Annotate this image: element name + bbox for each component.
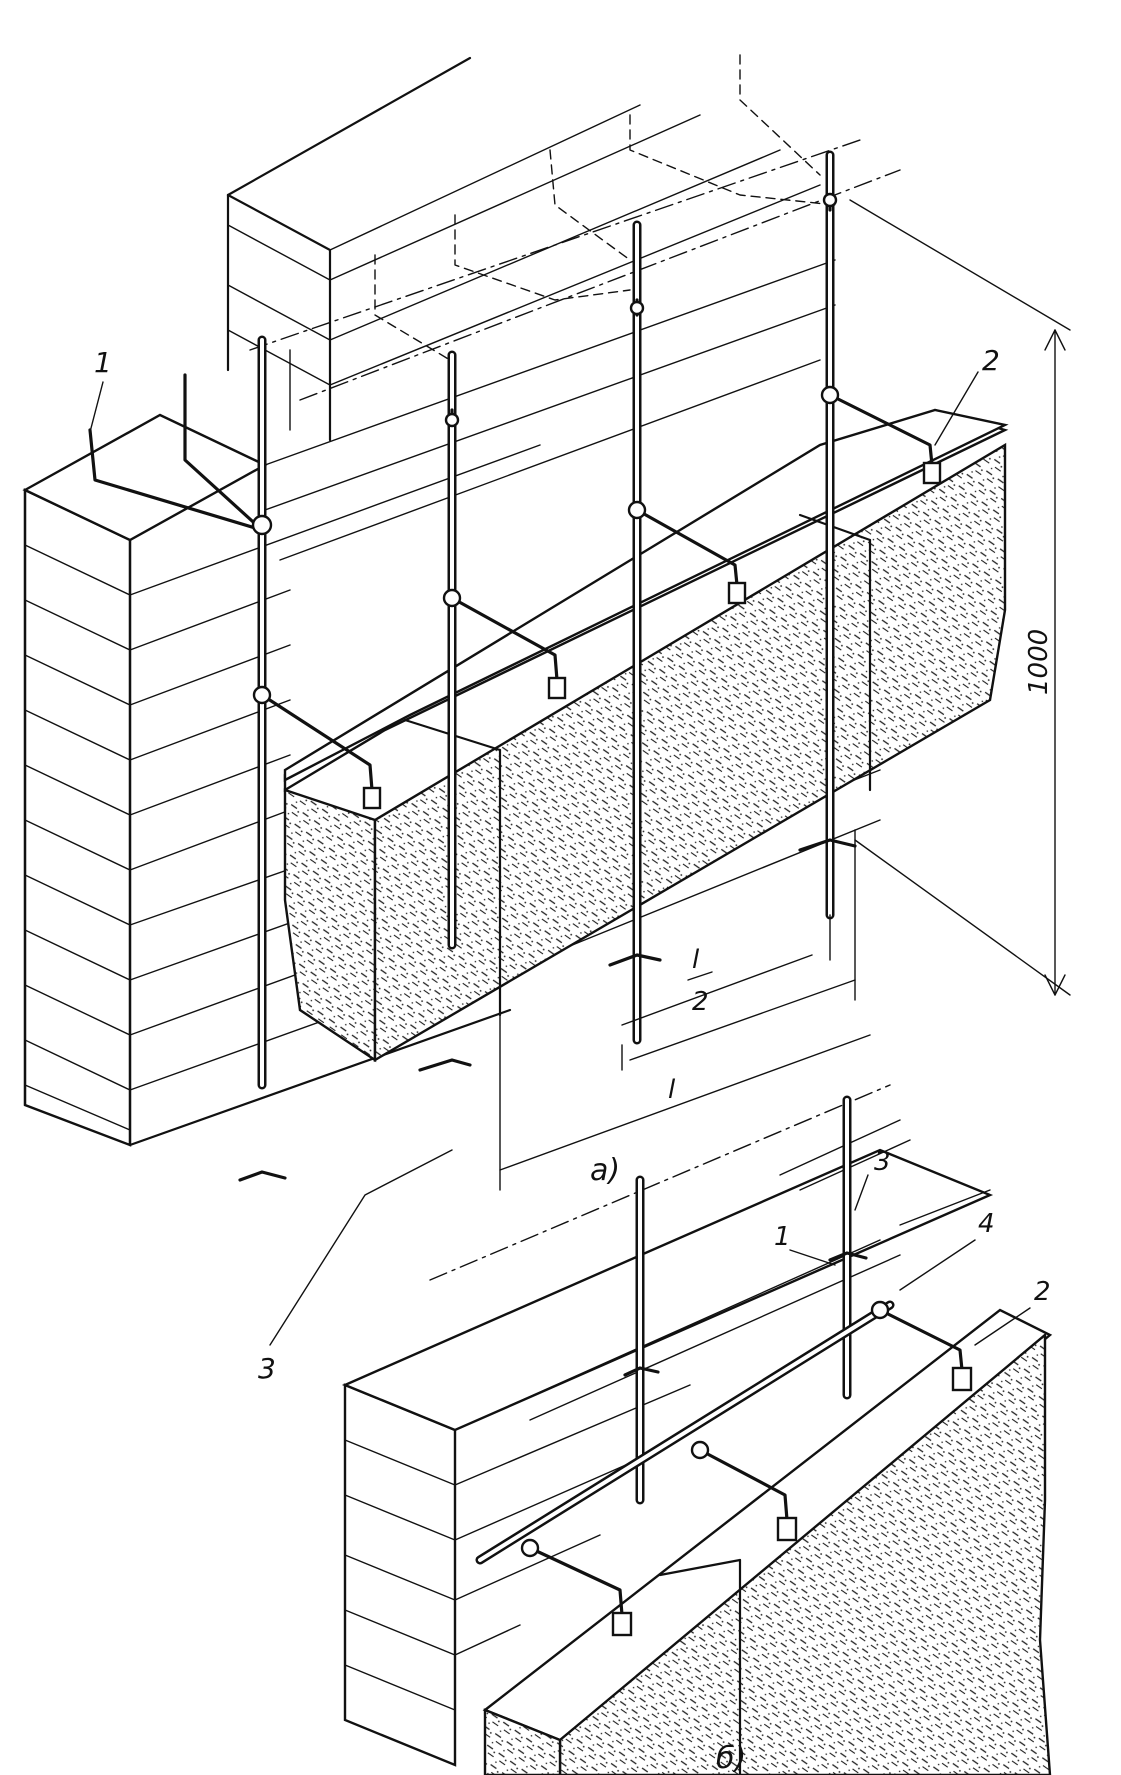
caption-a: а) (590, 1153, 620, 1188)
callout-3-b: 3 (874, 1147, 891, 1177)
top-tie (88, 192, 838, 536)
lower-wall (341, 1084, 994, 1767)
hook-brackets (252, 385, 942, 810)
dimension-l-half-den: 2 (692, 987, 709, 1017)
callout-4-b: 4 (978, 1209, 995, 1239)
lower-hooks (520, 1251, 973, 1637)
dimension-lines (499, 199, 1071, 1191)
figure-b: 3 1 4 2 б) (341, 1084, 1053, 1775)
callout-2-b: 2 (1034, 1277, 1051, 1307)
callout-1-top: 1 (94, 346, 112, 379)
callout-1-b: 1 (774, 1222, 791, 1252)
dashed-outline (249, 54, 901, 401)
brick-courses-front (24, 544, 131, 1131)
vertical-rods (257, 150, 835, 1090)
leader-lines (89, 371, 979, 1346)
main-wall (22, 259, 881, 1147)
figure-a: 1 2 1000 l 2 l а) 3 (22, 54, 1071, 1385)
dimension-l-half-num: l (692, 945, 700, 975)
dimension-l: l (668, 1075, 676, 1105)
lower-rods (475, 1095, 895, 1565)
caption-b: б) (716, 1741, 746, 1775)
callout-3-bottom: 3 (258, 1352, 276, 1385)
upper-wall (226, 56, 821, 442)
lower-leaders (789, 1174, 1031, 1346)
dimension-1000: 1000 (1024, 629, 1054, 695)
callout-2-top: 2 (982, 344, 1000, 377)
lower-clamps (238, 838, 857, 1182)
stone-beam (283, 408, 1009, 1063)
